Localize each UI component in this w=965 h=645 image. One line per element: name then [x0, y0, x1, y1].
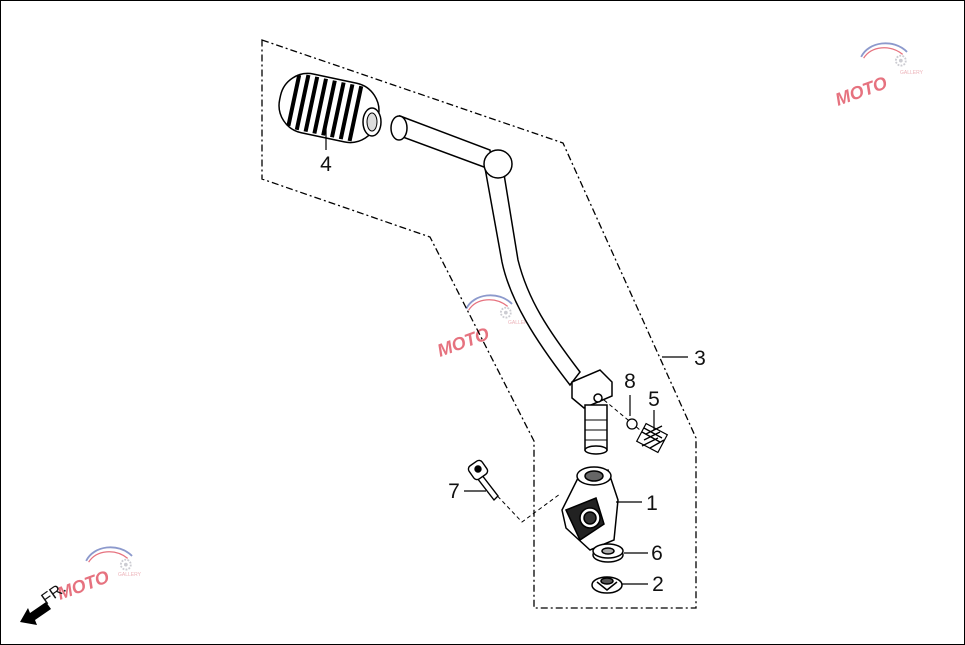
circlip	[591, 576, 623, 594]
callout-3: 3	[694, 347, 706, 370]
watermark-subtext: GALLERY	[900, 70, 924, 76]
kick-boss	[561, 466, 619, 551]
callout-2: 2	[652, 573, 664, 596]
detent-spring	[635, 422, 669, 454]
watermark-top-right: MOTO GALLERY	[833, 42, 924, 110]
callout-5: 5	[648, 388, 660, 411]
callout-4: 4	[320, 153, 332, 176]
callout-6: 6	[651, 542, 663, 565]
watermark-bottom-left: MOTO GALLERY	[55, 546, 142, 604]
watermark-subtext: GALLERY	[118, 572, 142, 578]
callout-1: 1	[646, 492, 658, 515]
leader-lines	[325, 118, 688, 585]
relation-lines	[487, 399, 641, 523]
pinch-bolt	[467, 459, 499, 502]
washer	[592, 543, 624, 563]
front-arrow-icon	[20, 602, 51, 625]
callout-7: 7	[448, 480, 460, 503]
detent-ball	[626, 418, 638, 430]
watermark-text: MOTO	[833, 73, 890, 110]
watermark-subtext: GALLERY	[508, 320, 532, 326]
grip-rubber	[278, 72, 382, 144]
callout-8: 8	[624, 370, 636, 393]
assembly-boundary	[261, 39, 697, 609]
kick-lever	[390, 114, 613, 455]
